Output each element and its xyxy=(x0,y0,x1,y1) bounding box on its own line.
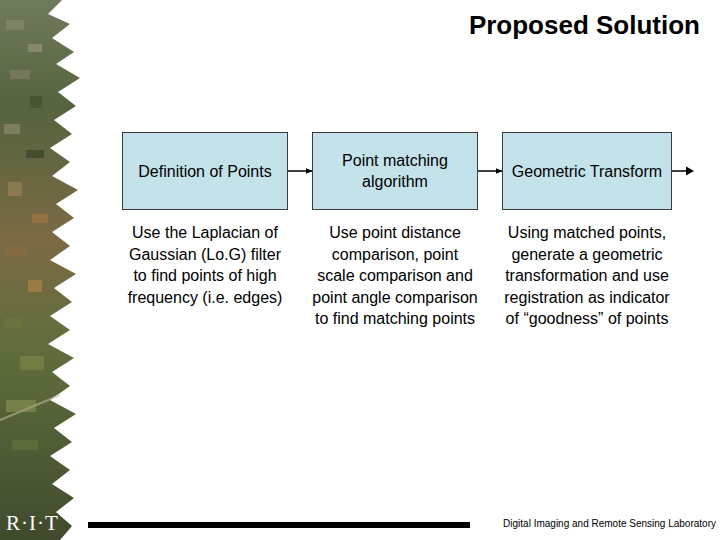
photo-texture xyxy=(0,20,60,450)
slide-title: Proposed Solution xyxy=(469,10,700,41)
box-label: Point matching algorithm xyxy=(321,150,469,192)
flow-arrow xyxy=(288,170,312,172)
process-box: Point matching algorithm xyxy=(312,132,478,210)
process-box: Geometric Transform xyxy=(502,132,672,210)
step-description: Use point distance comparison, point sca… xyxy=(312,222,478,330)
flow-arrow xyxy=(478,170,502,172)
footer-label: Digital Imaging and Remote Sensing Labor… xyxy=(470,517,716,530)
photo-shape xyxy=(0,0,80,540)
step-description: Use the Laplacian of Gaussian (Lo.G) fil… xyxy=(122,222,288,308)
box-label: Definition of Points xyxy=(138,161,271,182)
step-description: Using matched points, generate a geometr… xyxy=(502,222,672,330)
exit-arrow-head xyxy=(686,167,694,176)
logo-text: R·I·T xyxy=(6,510,76,536)
footer-bar xyxy=(88,522,470,528)
exit-arrow-line xyxy=(672,170,686,172)
process-box: Definition of Points xyxy=(122,132,288,210)
box-label: Geometric Transform xyxy=(512,161,662,182)
